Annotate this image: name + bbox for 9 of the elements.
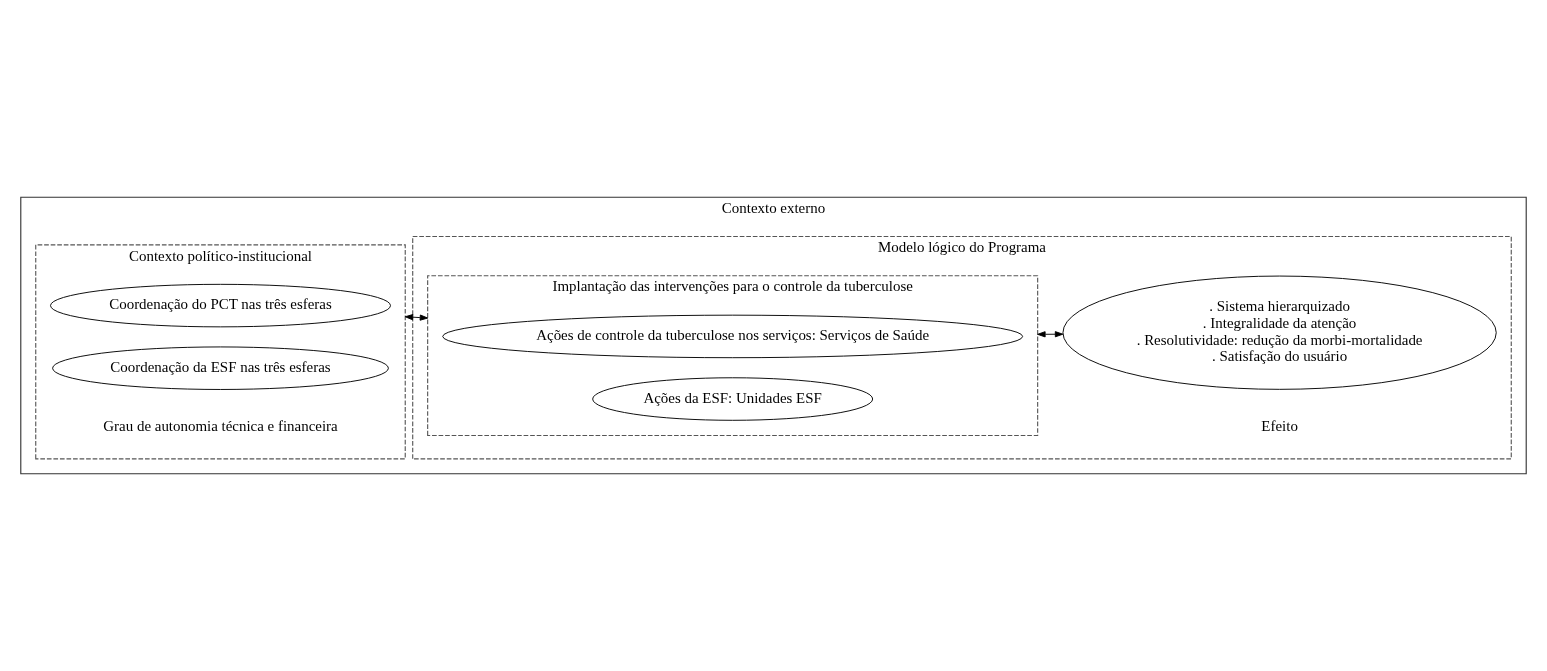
label: Efeito xyxy=(1261,417,1298,434)
node-ellipse: Ações da ESF: Unidades ESF xyxy=(592,377,874,421)
node-ellipse: Ações de controle da tuberculose nos serviços: Serviços de Saúde xyxy=(442,314,1024,359)
arrow xyxy=(404,314,429,321)
label: Grau de autonomia técnica e financeira xyxy=(103,417,338,434)
node-ellipse: Coordenação da ESF nas três esferas xyxy=(52,346,389,390)
node-ellipse: . Sistema hierarquizado . Integralidade da atenção . Resolutividade: redução da morbi-mortalidade . Satisfação do usuário xyxy=(1062,275,1497,390)
node-ellipse: Coordenação do PCT nas três esferas xyxy=(50,283,391,328)
arrow xyxy=(1037,331,1064,338)
